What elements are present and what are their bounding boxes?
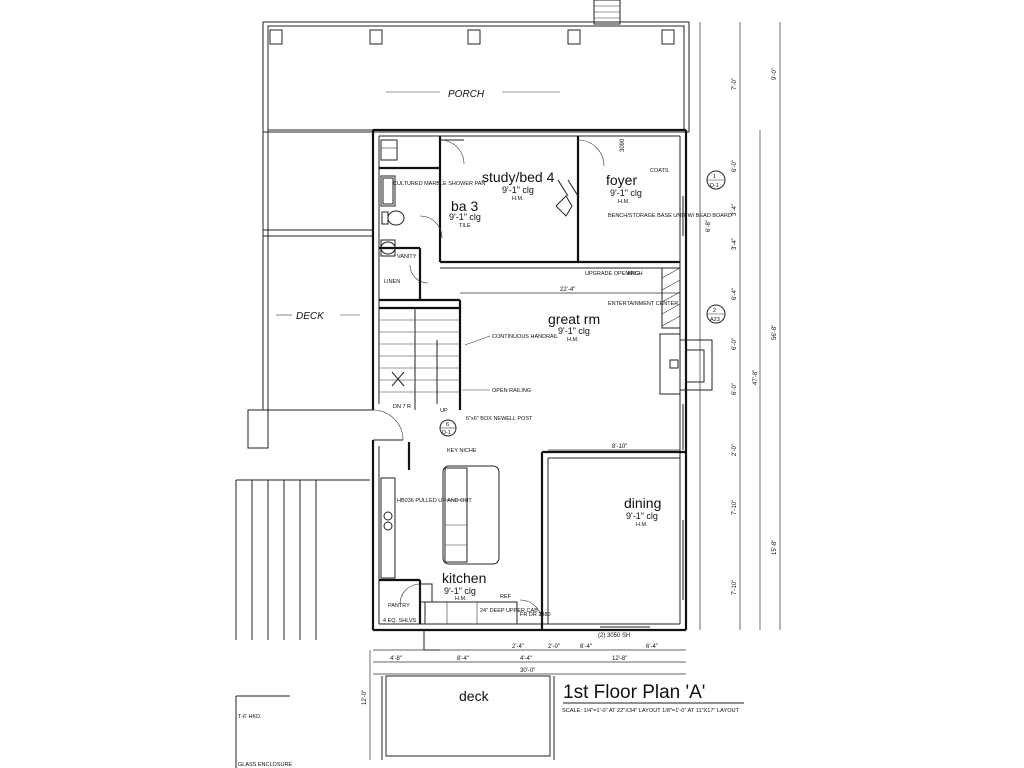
dining-floor: H.M. bbox=[636, 522, 648, 528]
great-floor: H.M. bbox=[567, 337, 579, 343]
bath-floor: TILE bbox=[459, 223, 471, 229]
dim-upper-4: 6'-4" bbox=[646, 644, 658, 650]
dining-ceiling: 9'-1" clg bbox=[626, 511, 658, 521]
kitchen-cabinets bbox=[380, 465, 518, 651]
left-enclosure bbox=[235, 695, 290, 768]
dim-deck-depth: 12'-0" bbox=[362, 690, 368, 705]
note-handrail: CONTINUOUS HANDRAIL bbox=[492, 334, 558, 340]
plan-scale: SCALE: 1/4"=1'-0" AT 22"X34" LAYOUT 1/8"… bbox=[562, 708, 740, 714]
callout-1: 1 D-1 bbox=[706, 170, 726, 190]
fireplace bbox=[659, 267, 713, 395]
svg-text:2: 2 bbox=[713, 308, 716, 314]
svg-text:D-1: D-1 bbox=[710, 183, 719, 189]
dim-inner-depth: 47'-8" bbox=[753, 370, 759, 385]
foyer-ceiling: 9'-1" clg bbox=[610, 188, 642, 198]
kitchen-name: kitchen bbox=[442, 570, 486, 586]
dim-window-note: (2) 3050 SH bbox=[598, 633, 630, 639]
dimension-lines bbox=[369, 22, 781, 760]
dim-upper-1: 2'-4" bbox=[512, 644, 524, 650]
note-pantry: PANTRY bbox=[388, 603, 410, 609]
dim-right-3: 3'-4" bbox=[732, 204, 738, 216]
dim-upper-3: 6'-4" bbox=[580, 644, 592, 650]
note-shower: CULTURED MARBLE SHOWER PAN bbox=[393, 181, 485, 187]
right-windows bbox=[600, 196, 684, 628]
dim-overall-depth: 56'-8" bbox=[772, 325, 778, 340]
kitchen-ceiling: 9'-1" clg bbox=[444, 586, 476, 596]
bath-name: ba 3 bbox=[451, 198, 478, 214]
dim-right-11: 7'-10" bbox=[732, 580, 738, 595]
plan-title: 1st Floor Plan 'A' bbox=[563, 682, 705, 703]
note-upgrade: UPGRADE OPENING bbox=[585, 271, 639, 277]
note-up: UP bbox=[440, 408, 448, 414]
dim-porch-depth: 9'-0" bbox=[772, 68, 778, 80]
study-ceiling: 9'-1" clg bbox=[502, 185, 534, 195]
svg-text:D-1: D-1 bbox=[442, 430, 451, 436]
note-vanity: VANITY bbox=[397, 254, 417, 260]
note-bench: BENCH/STORAGE BASE UNIT W/ BEAD BOARD bbox=[608, 213, 732, 219]
dim-right-10: 7'-10" bbox=[732, 500, 738, 515]
dim-right-2: 6'-0" bbox=[732, 160, 738, 172]
dim-dining-width: 8'-10" bbox=[612, 444, 627, 450]
dim-upper-2: 2'-0" bbox=[548, 644, 560, 650]
dim-bottom-1: 4'-8" bbox=[390, 656, 402, 662]
left-deck-boards bbox=[235, 479, 370, 640]
note-upper-cab: 24" DEEP UPPER CAB bbox=[480, 608, 538, 614]
dining-name: dining bbox=[624, 495, 661, 511]
study-name: study/bed 4 bbox=[482, 169, 555, 185]
svg-text:A23: A23 bbox=[710, 317, 720, 323]
note-ref: REF bbox=[500, 594, 512, 600]
note-dn: DN 7 R bbox=[393, 404, 411, 410]
dim-dining-depth: 15'-8" bbox=[772, 540, 778, 555]
staircase bbox=[379, 319, 460, 404]
dim-bottom-3: 4'-4" bbox=[520, 656, 532, 662]
great-name: great rm bbox=[548, 311, 600, 327]
dim-right-8: 6'-0" bbox=[732, 383, 738, 395]
bath-ceiling: 9'-1" clg bbox=[449, 212, 481, 222]
left-note-enclosure: GLASS ENCLOSURE bbox=[238, 762, 292, 768]
note-linen: LINEN bbox=[384, 279, 400, 285]
dim-right-5: 3'-4" bbox=[732, 238, 738, 250]
dim-foyer-door: 3090 bbox=[620, 138, 626, 152]
deck-bottom-label: deck bbox=[459, 688, 490, 704]
note-arch: ARCH bbox=[627, 271, 643, 277]
dim-great-width: 22'-4" bbox=[560, 287, 575, 293]
kitchen-floor: H.M. bbox=[455, 596, 467, 602]
svg-text:6: 6 bbox=[446, 422, 449, 428]
foyer-floor: H.M. bbox=[618, 199, 630, 205]
dim-right-9: 2'-0" bbox=[732, 444, 738, 456]
note-pulled: HB036 PULLED UP AND OUT bbox=[397, 498, 472, 504]
foyer-name: foyer bbox=[606, 172, 637, 188]
note-coats: COATS bbox=[650, 168, 669, 174]
note-newell: 6"x6" BOX NEWELL POST bbox=[466, 416, 533, 422]
dim-right-6: 6'-4" bbox=[732, 288, 738, 300]
svg-text:1: 1 bbox=[713, 174, 716, 180]
dim-bottom-4: 12'-8" bbox=[612, 656, 627, 662]
study-floor: H.M. bbox=[512, 196, 524, 202]
interior-walls bbox=[379, 136, 686, 630]
note-railing: OPEN RAILING bbox=[492, 388, 531, 394]
note-key-niche: KEY NICHE bbox=[447, 448, 477, 454]
dim-bottom-2: 8'-4" bbox=[457, 656, 469, 662]
note-entertainment: ENTERTAINMENT CENTER bbox=[608, 301, 678, 307]
dim-right-4: 6'-8" bbox=[706, 220, 712, 232]
bottom-deck-outline bbox=[381, 675, 555, 760]
dim-right-7: 6'-0" bbox=[732, 338, 738, 350]
bath-fixtures bbox=[380, 139, 405, 257]
porch-label: PORCH bbox=[448, 89, 485, 100]
left-note-ht: T-6' HKD. bbox=[238, 714, 262, 720]
callout-2: 2 A23 bbox=[706, 304, 726, 324]
great-ceiling: 9'-1" clg bbox=[558, 326, 590, 336]
callout-6: 6 D-1 bbox=[439, 419, 457, 437]
door-swings bbox=[372, 139, 605, 623]
dim-right-1: 7'-0" bbox=[732, 78, 738, 90]
deck-left-label: DECK bbox=[296, 311, 325, 322]
note-shelves: 4 EQ. SHLVS bbox=[383, 618, 417, 624]
dim-overall-width: 30'-0" bbox=[520, 668, 535, 674]
note-fr-dr: FR DR 2880 bbox=[520, 612, 551, 618]
left-deck-outline bbox=[247, 229, 373, 449]
